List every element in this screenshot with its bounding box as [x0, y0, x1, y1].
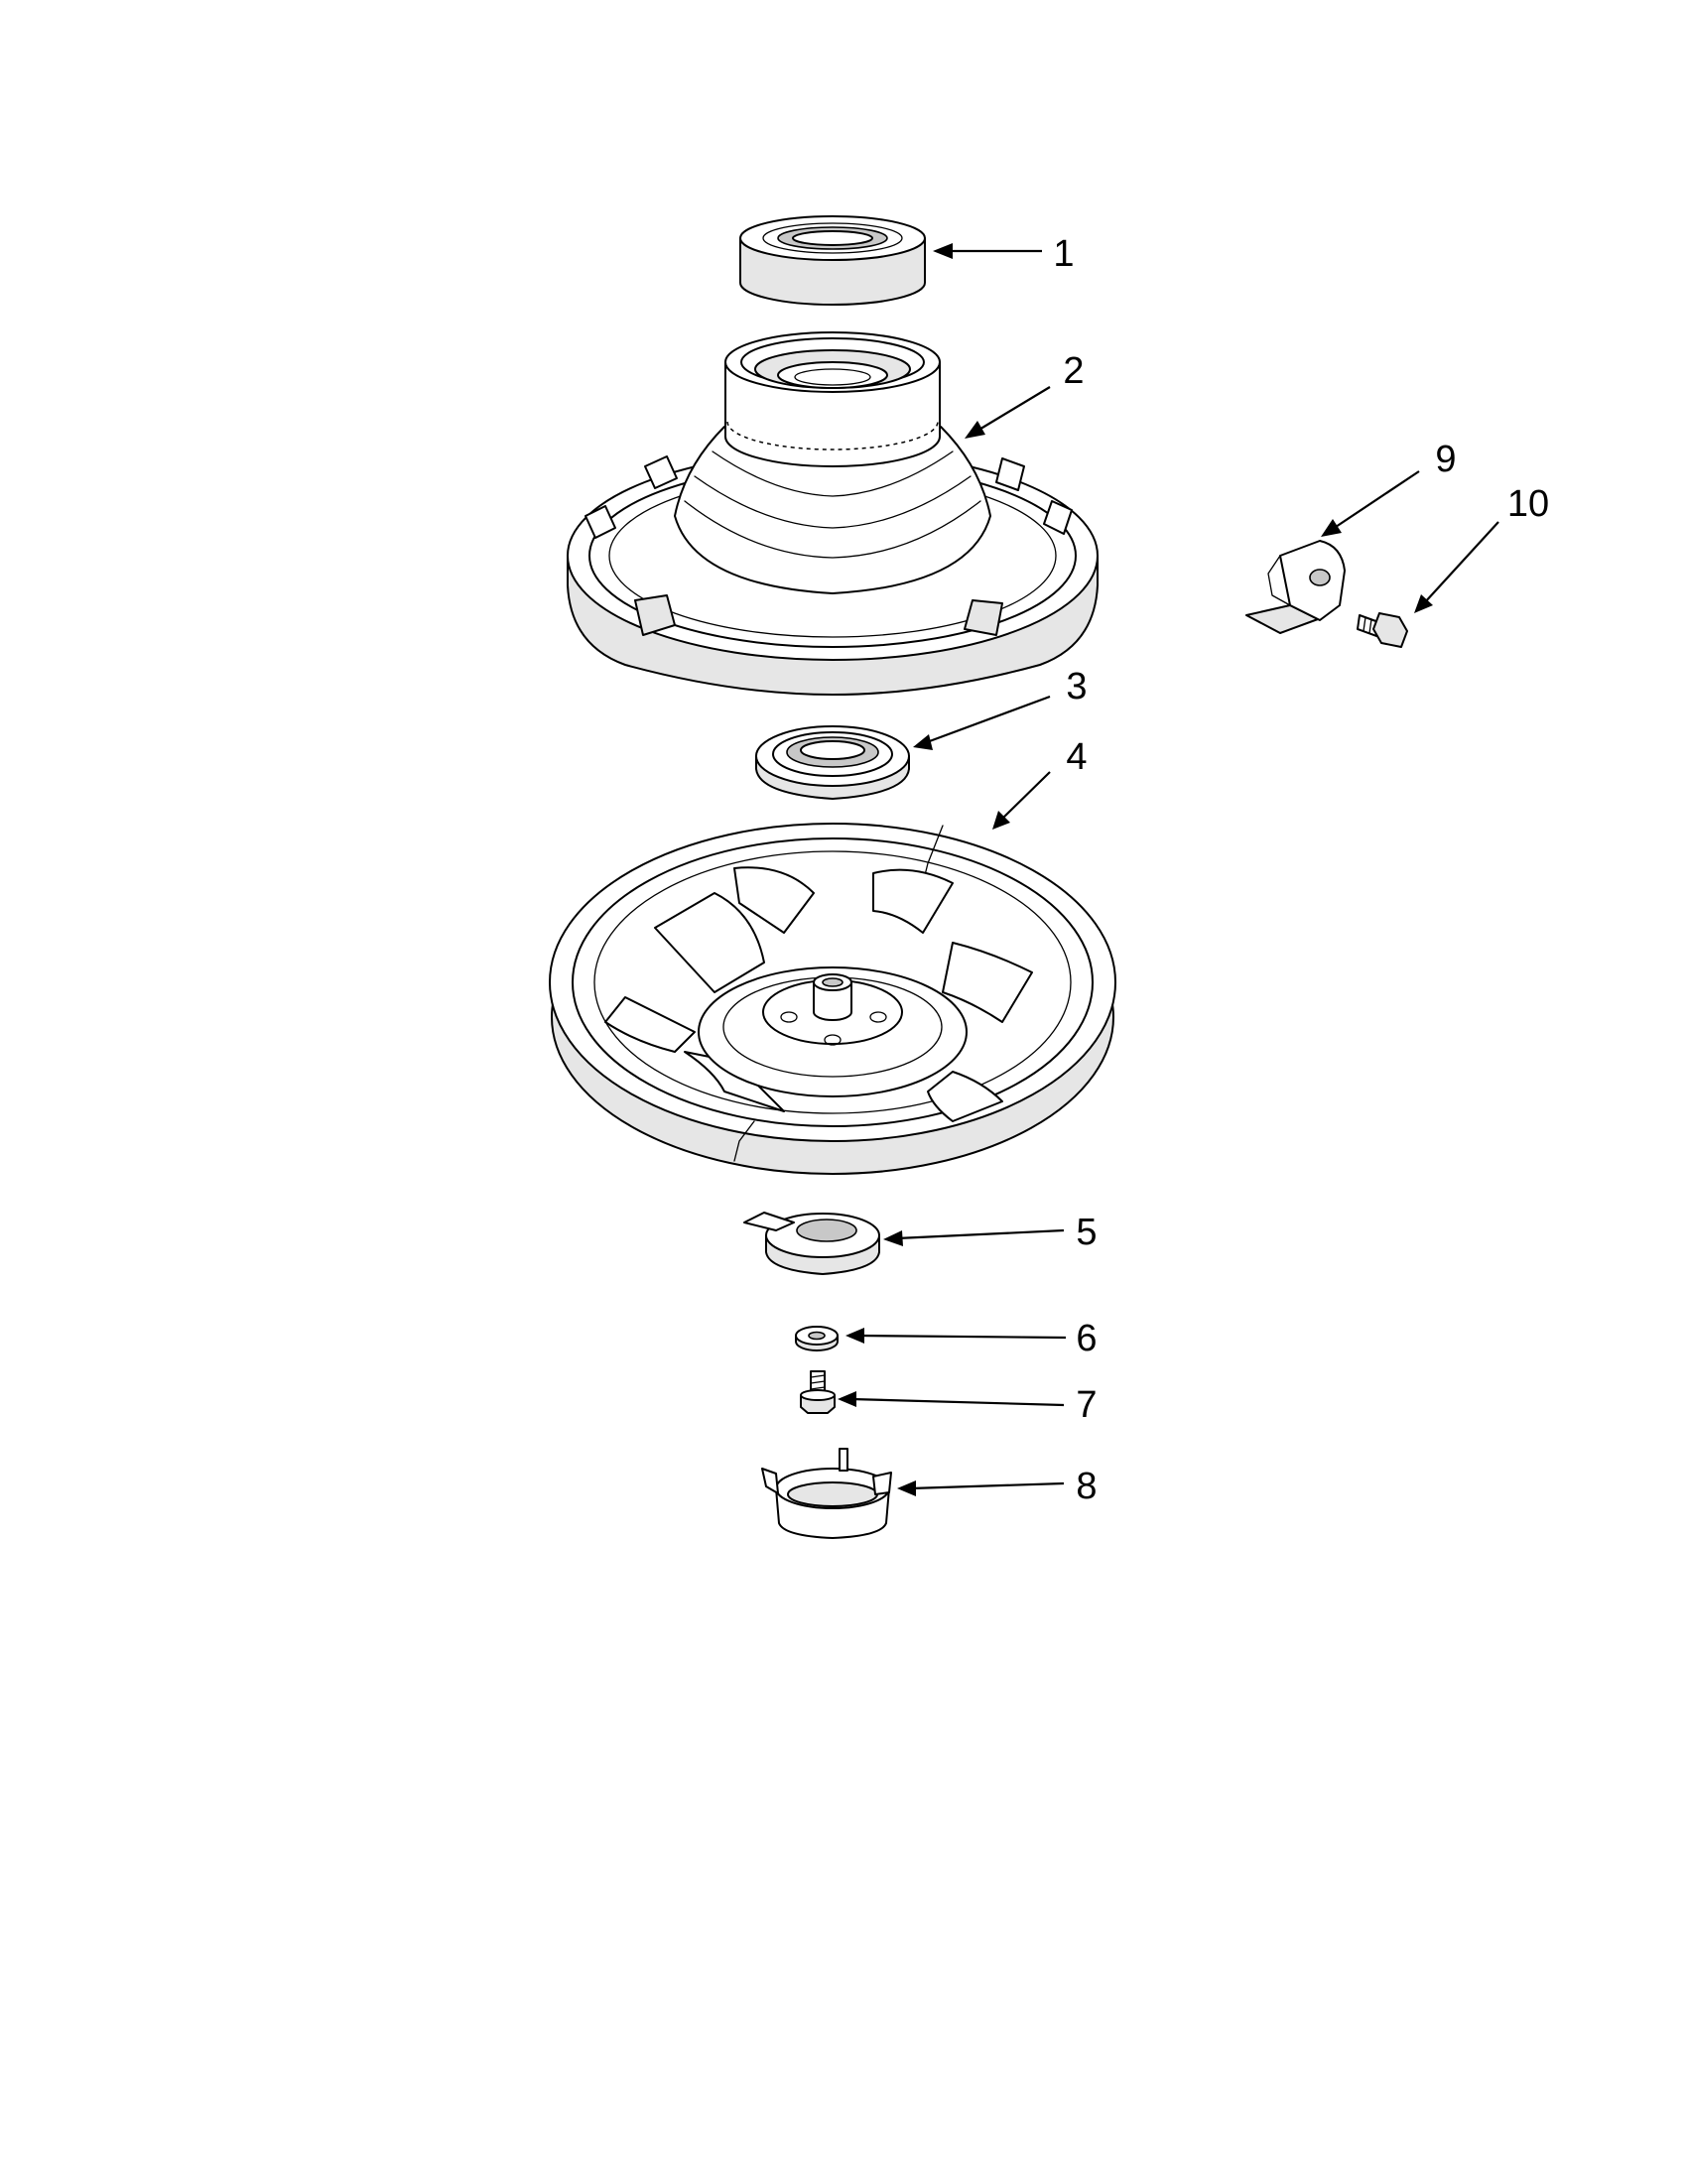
- callout-1: 1: [1053, 233, 1074, 275]
- callout-8: 8: [1076, 1466, 1097, 1507]
- part-3-seal[interactable]: [755, 725, 910, 800]
- callout-10: 10: [1507, 483, 1549, 525]
- callout-labels: 1 2 3 4 5 6 7 8 9 10: [1053, 233, 1549, 1507]
- callout-6: 6: [1076, 1318, 1097, 1359]
- leader-lines: [838, 243, 1499, 1496]
- callout-9: 9: [1435, 439, 1456, 480]
- part-8-cap[interactable]: [761, 1448, 892, 1539]
- part-9-bracket[interactable]: [1245, 540, 1346, 634]
- callout-2: 2: [1063, 350, 1084, 392]
- part-4-pulley[interactable]: [549, 823, 1116, 1175]
- part-6-washer[interactable]: [795, 1326, 839, 1351]
- callout-3: 3: [1066, 666, 1087, 707]
- part-1-bearing[interactable]: [739, 215, 926, 306]
- callout-7: 7: [1076, 1384, 1097, 1426]
- part-2-bearing-housing[interactable]: [567, 331, 1099, 696]
- callout-5: 5: [1076, 1212, 1097, 1253]
- callout-4: 4: [1066, 736, 1087, 778]
- part-10-screw[interactable]: [1357, 612, 1408, 648]
- part-7-bolt[interactable]: [800, 1370, 836, 1414]
- part-5-drive-cam[interactable]: [743, 1212, 880, 1275]
